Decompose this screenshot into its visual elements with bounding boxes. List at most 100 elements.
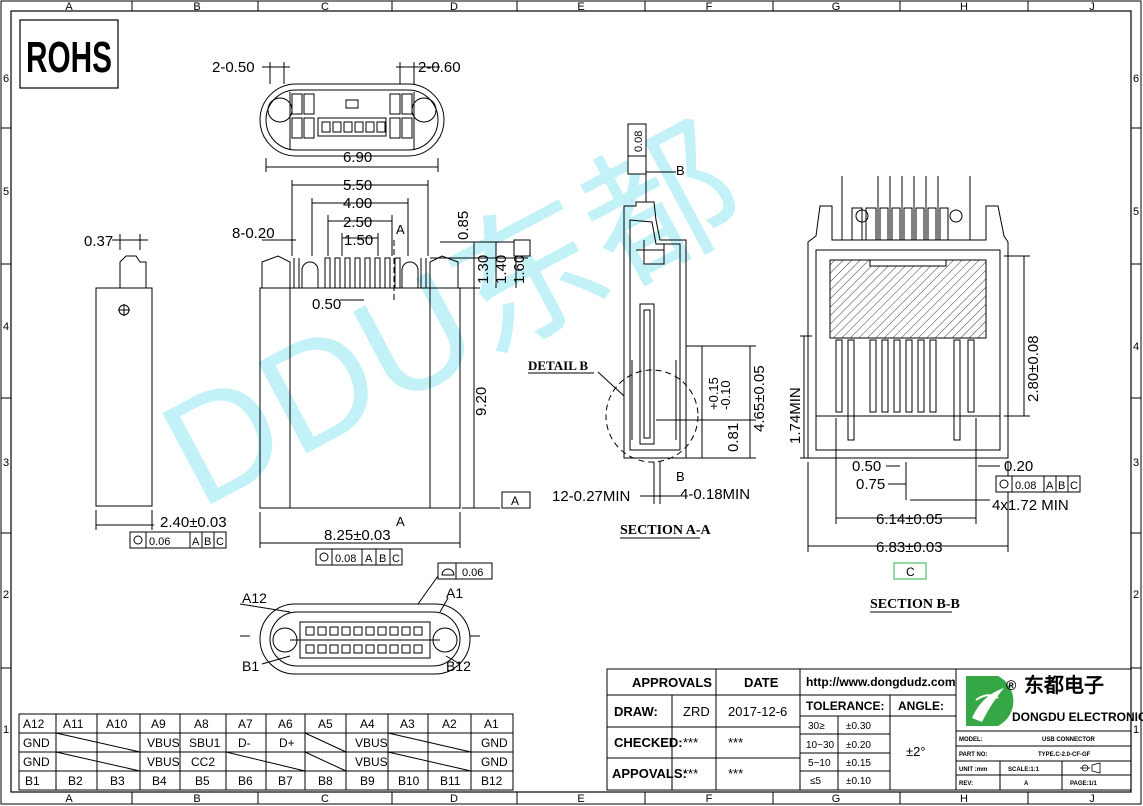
- dim-2-060: 2-0.60: [418, 59, 461, 76]
- projection-symbol: [1080, 762, 1101, 774]
- pin-cell: A1: [484, 717, 499, 731]
- tb-model: MODEL:: [959, 737, 983, 743]
- rohs-badge: [19, 19, 119, 89]
- dim-825: 8.25±0.03: [324, 527, 391, 544]
- dim-240: 2.40±0.03: [160, 514, 227, 531]
- top-end-view: [259, 62, 445, 172]
- pin-cell: D-: [238, 736, 251, 750]
- pin-table-text: A12 A11 A10 A9 A8 A7 A6 A5 A4 A3 A2 A1 G…: [23, 717, 508, 788]
- pin-cell: B3: [110, 774, 125, 788]
- tb-checked: CHECKED:: [614, 735, 683, 750]
- tb-url: http://www.dongdudz.com: [806, 675, 956, 689]
- tb-tol-value: ±0.30: [846, 721, 871, 732]
- svg-text:C: C: [216, 536, 224, 548]
- pin-cell: VBUS: [147, 755, 180, 769]
- dim-140: 1.40: [493, 255, 510, 284]
- datum-b-mark: [513, 239, 531, 257]
- pin-cell: VBUS: [355, 755, 388, 769]
- section-mark-a-bottom: A: [396, 514, 405, 529]
- tb-tol-range: ≤5: [810, 776, 821, 787]
- svg-text:A: A: [511, 494, 519, 508]
- tb-checked-name: ***: [683, 735, 698, 750]
- zone-col-bottom: J: [1089, 793, 1095, 805]
- pin-label-a1: A1: [446, 585, 463, 601]
- tb-tol-range: 5~10: [808, 758, 831, 769]
- svg-text:0.08: 0.08: [1015, 480, 1036, 492]
- pin-cell: A5: [318, 717, 333, 731]
- dim-690: 6.90: [343, 149, 372, 166]
- tb-app-name: ***: [683, 766, 698, 781]
- dim-081-tol-minus: -0.10: [718, 380, 733, 410]
- svg-text:B: B: [1058, 480, 1065, 492]
- svg-text:0.06: 0.06: [149, 536, 170, 548]
- company-name-en: DONGDU ELECTRONICS: [1012, 710, 1143, 724]
- svg-text:A: A: [365, 553, 373, 565]
- dim-683: 6.83±0.03: [876, 539, 943, 556]
- svg-text:A: A: [1046, 480, 1054, 492]
- section-mark-a-top: A: [396, 222, 405, 237]
- zone-col-top: H: [960, 1, 968, 13]
- tol-frame-3: 0.08 A B C: [995, 475, 1081, 493]
- tb-draw-date: 2017-12-6: [728, 704, 787, 719]
- tol-frame-2: 0.08 A B C: [315, 548, 403, 566]
- dim-2-050: 2-0.50: [212, 59, 255, 76]
- tb-tol-value: ±0.20: [846, 740, 871, 751]
- dim-050-pitch: 0.50: [312, 296, 341, 313]
- tb-page: PAGE:1/1: [1070, 781, 1098, 787]
- watermark: DDU东都: [136, 97, 767, 539]
- dim-130: 1.30: [475, 255, 492, 284]
- zone-row-left: 6: [3, 73, 9, 85]
- dim-b-020: 0.20: [1004, 458, 1033, 475]
- dim-160: 1.60: [511, 255, 528, 284]
- pin-label-b1: B1: [242, 658, 259, 674]
- svg-text:0.06: 0.06: [462, 567, 483, 579]
- pin-cell: B6: [238, 774, 253, 788]
- dim-465: 4.65±0.05: [751, 365, 768, 432]
- pin-cell: A6: [278, 717, 293, 731]
- pin-cell: SBU1: [189, 736, 221, 750]
- tb-draw: DRAW:: [614, 704, 658, 719]
- dim-280: 2.80±0.08: [1025, 335, 1042, 402]
- pin-cell: B1: [25, 774, 40, 788]
- tb-rev: REV:: [959, 781, 973, 787]
- pin-cell: B12: [481, 774, 503, 788]
- tb-checked-date: ***: [728, 735, 743, 750]
- tb-scale: SCALE:1:1: [1008, 767, 1040, 773]
- pin-cell: B9: [360, 774, 375, 788]
- svg-text:C: C: [906, 565, 915, 579]
- svg-text:B: B: [204, 536, 211, 548]
- svg-text:B: B: [379, 553, 386, 565]
- zone-row-right: 2: [1133, 589, 1139, 601]
- pin-cell: B7: [278, 774, 293, 788]
- front-view: [259, 180, 528, 548]
- tb-date-header: DATE: [744, 675, 779, 690]
- zone-labels: A B C D E F G H J A B C D E F G H J 6 5 …: [3, 1, 1139, 805]
- zone-col-top: J: [1089, 1, 1095, 13]
- pin-label-b12: B12: [446, 658, 471, 674]
- zone-col-top: A: [65, 1, 73, 13]
- zone-col-top: C: [321, 1, 329, 13]
- tb-approvals-header: APPROVALS: [632, 675, 712, 690]
- tb-tol-range: 10~30: [806, 740, 835, 751]
- side-view: [95, 234, 154, 530]
- zone-row-right: 3: [1133, 457, 1139, 469]
- section-aa-title: SECTION A-A: [620, 523, 712, 538]
- pin-cell: B11: [440, 774, 461, 788]
- bottom-end-view: [239, 575, 480, 675]
- pin-cell: A8: [194, 717, 209, 731]
- pin-cell: A9: [151, 717, 166, 731]
- pin-cell: A2: [442, 717, 457, 731]
- pin-cell: A3: [400, 717, 415, 731]
- zone-row-left: 1: [3, 724, 9, 736]
- dim-8-020: 8-0.20: [232, 225, 275, 242]
- tb-tol-range: 30≥: [808, 721, 825, 732]
- pin-cell: B10: [398, 774, 420, 788]
- pin-cell: A7: [238, 717, 253, 731]
- zone-col-bottom: B: [193, 793, 200, 805]
- pin-cell: GND: [481, 755, 508, 769]
- zone-row-right: 6: [1133, 73, 1139, 85]
- dim-b-050: 0.50: [852, 458, 881, 475]
- dim-037: 0.37: [84, 233, 113, 250]
